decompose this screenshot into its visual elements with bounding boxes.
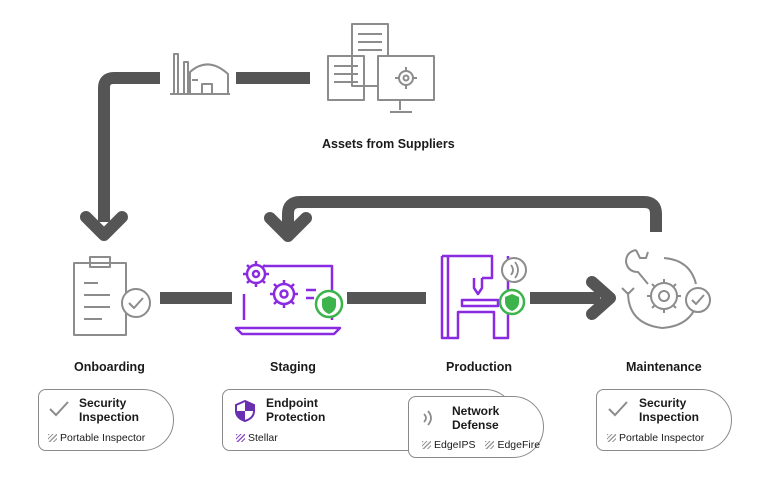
hatch-icon xyxy=(607,434,616,442)
arrowhead-maintenance xyxy=(586,276,616,320)
hatch-icon xyxy=(236,434,245,442)
stage-label-production: Production xyxy=(446,360,512,374)
supplier-to-onboarding-line xyxy=(98,72,160,222)
stage-label-onboarding: Onboarding xyxy=(74,360,145,374)
suppliers-label: Assets from Suppliers xyxy=(322,137,455,151)
factory-icon xyxy=(170,53,230,95)
maintenance-to-staging-return-line xyxy=(282,196,662,232)
arrowhead-onboarding xyxy=(80,211,128,241)
server-monitor-icon xyxy=(327,23,435,113)
card-maintenance-product: Portable Inspector xyxy=(607,432,704,444)
stage-label-maintenance: Maintenance xyxy=(626,360,702,374)
card-staging-title: Endpoint Protection xyxy=(266,396,326,424)
hatch-icon xyxy=(485,441,495,449)
card-onboarding: Security Inspection Portable Inspector xyxy=(38,389,174,451)
card-onboarding-product: Portable Inspector xyxy=(48,432,145,444)
card-production-title: Network Defense xyxy=(452,404,500,432)
card-maintenance: Security Inspection Portable Inspector xyxy=(596,389,732,451)
cnc-machine-icon xyxy=(440,254,527,340)
card-production-products: EdgeIPS EdgeFire xyxy=(422,439,540,451)
clipboard-check-icon xyxy=(73,256,151,336)
wrench-gear-cycle-icon xyxy=(621,249,711,329)
card-onboarding-title: Security Inspection xyxy=(79,396,140,424)
laptop-gears-icon xyxy=(234,261,344,336)
checkmark-icon xyxy=(608,401,628,417)
card-maintenance-title: Security Inspection xyxy=(639,396,700,424)
card-production: Network Defense EdgeIPS EdgeFire xyxy=(408,396,544,458)
wireless-signal-icon xyxy=(423,410,432,426)
checkmark-icon xyxy=(49,401,69,417)
hatch-icon xyxy=(48,434,57,442)
card-staging-product: Stellar xyxy=(236,432,278,444)
stage-label-staging: Staging xyxy=(270,360,316,374)
arrowhead-staging xyxy=(264,212,312,242)
shield-icon xyxy=(235,400,255,422)
hatch-icon xyxy=(422,441,431,449)
